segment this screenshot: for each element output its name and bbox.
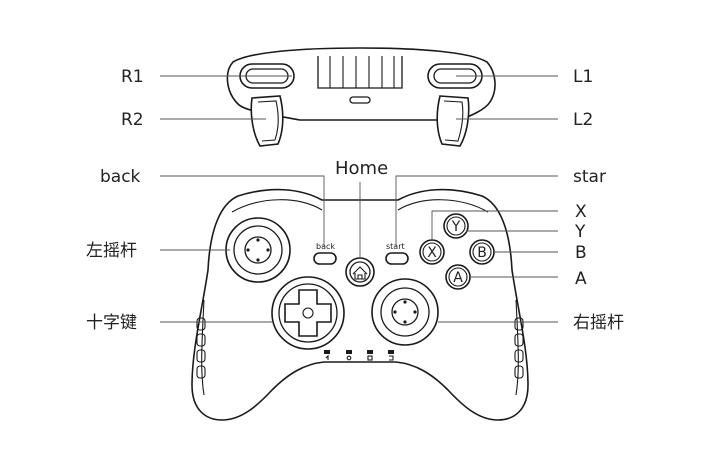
button-a-text: A xyxy=(453,270,463,286)
label-l2: L2 xyxy=(573,110,593,130)
top-view xyxy=(227,48,495,146)
label-x: X xyxy=(575,202,587,222)
button-y[interactable]: Y xyxy=(444,214,468,238)
label-star: star xyxy=(573,167,606,187)
button-x-text: X xyxy=(427,245,437,261)
label-left-stick: 左摇杆 xyxy=(86,241,137,261)
button-b[interactable]: B xyxy=(470,240,494,264)
label-dpad: 十字键 xyxy=(86,313,137,333)
button-b-text: B xyxy=(477,245,487,261)
label-a: A xyxy=(575,269,587,289)
button-x[interactable]: X xyxy=(420,240,444,264)
button-a[interactable]: A xyxy=(446,265,470,289)
label-home: Home xyxy=(335,158,388,179)
button-y-text: Y xyxy=(451,219,461,235)
dpad[interactable] xyxy=(272,277,344,349)
label-right-stick: 右摇杆 xyxy=(573,313,624,333)
home-button[interactable] xyxy=(346,258,374,286)
l2-trigger[interactable] xyxy=(437,96,469,146)
label-y: Y xyxy=(574,222,586,242)
label-b: B xyxy=(575,243,587,263)
left-stick[interactable] xyxy=(226,218,290,282)
label-r1: R1 xyxy=(121,67,144,87)
right-stick[interactable] xyxy=(372,279,438,345)
start-button[interactable] xyxy=(386,253,408,264)
label-back: back xyxy=(100,167,141,187)
back-button[interactable] xyxy=(314,253,336,264)
back-button-text: back xyxy=(316,242,335,251)
start-button-text: start xyxy=(386,242,405,251)
label-l1: L1 xyxy=(573,67,593,87)
label-r2: R2 xyxy=(121,110,144,130)
